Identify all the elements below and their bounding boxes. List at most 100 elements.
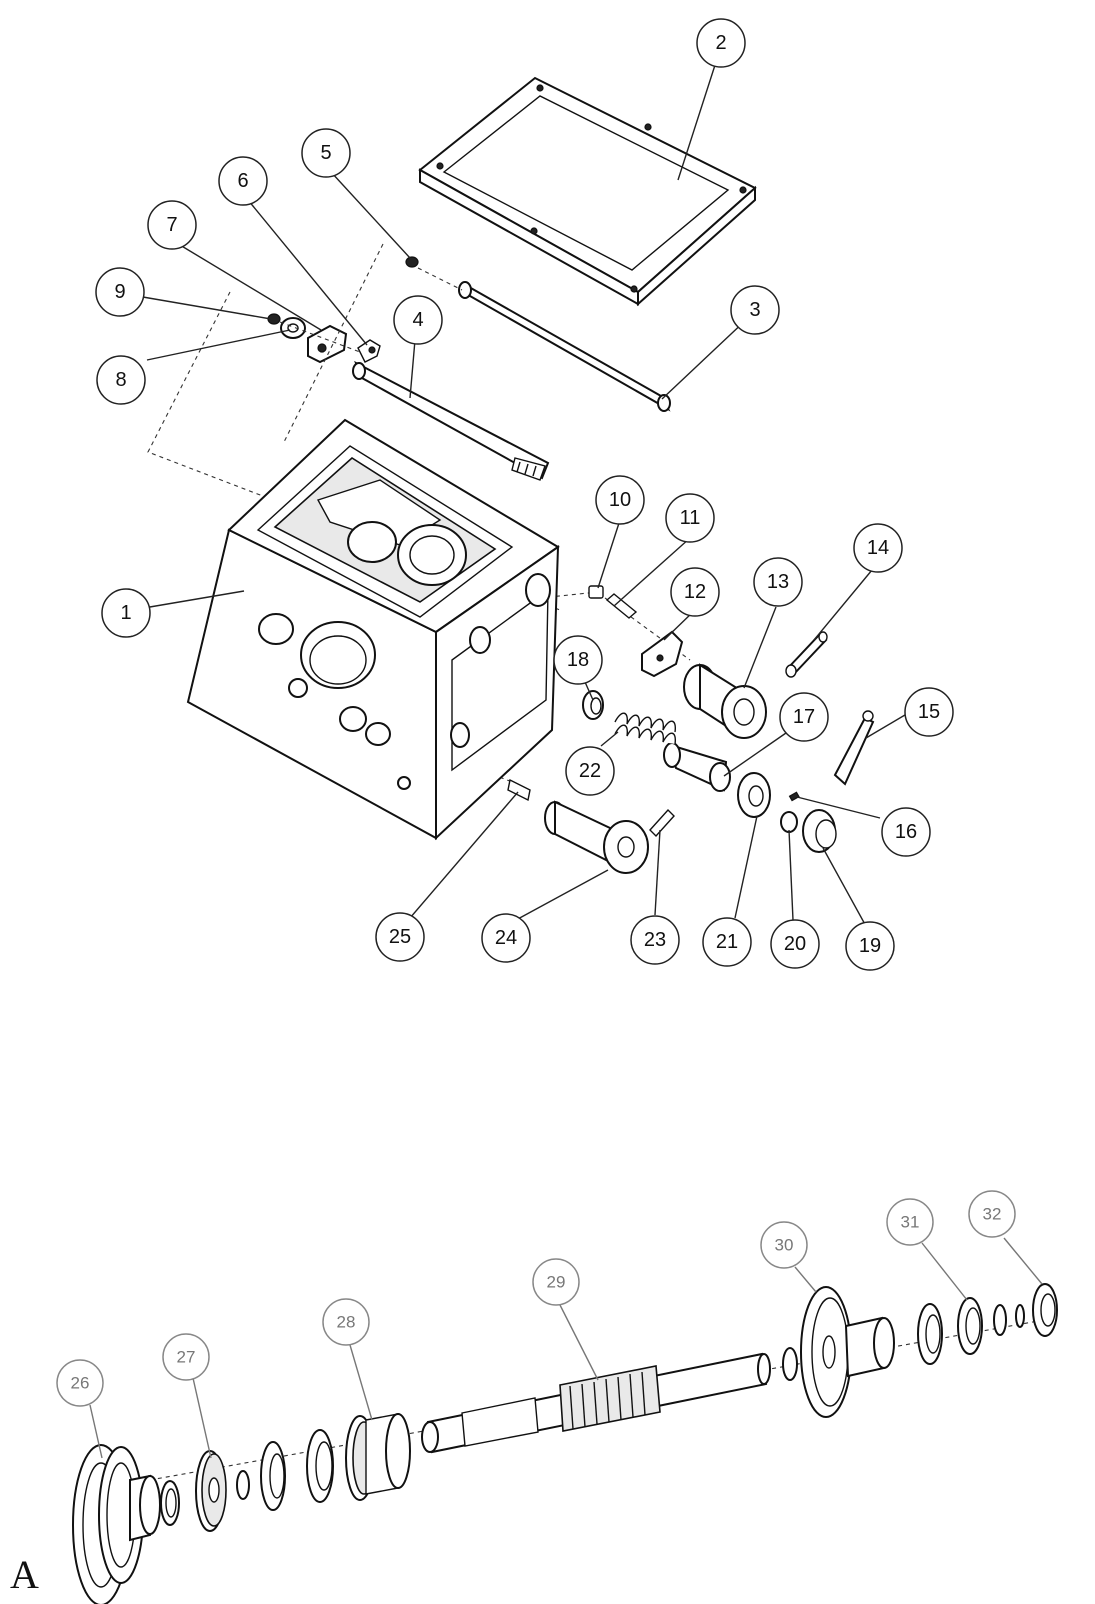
upper-assembly: 1 2 3 4 5 6 7 8 xyxy=(95,18,954,971)
shaft-ring-2 xyxy=(236,1470,250,1500)
callout-10-label: 10 xyxy=(609,489,631,511)
callout-23: 23 xyxy=(630,915,680,965)
part-25-screw xyxy=(507,778,531,802)
lower-assembly: 26 27 28 29 30 31 32 A xyxy=(10,1190,1058,1604)
part-29-main-shaft xyxy=(421,1352,771,1454)
callout-22-label: 22 xyxy=(579,760,601,782)
callout-14-label: 14 xyxy=(867,537,889,559)
part-8-bushing xyxy=(280,317,306,339)
callout-11: 11 xyxy=(665,493,715,543)
part-10-plug xyxy=(588,585,604,599)
callout-31-label: 31 xyxy=(901,1213,920,1232)
part-31-bearing xyxy=(957,1297,983,1355)
shaft-bearing-3 xyxy=(917,1303,943,1365)
callout-6: 6 xyxy=(218,156,268,206)
part-16-key xyxy=(788,791,800,802)
callout-28: 28 xyxy=(322,1298,370,1346)
part-23-pin xyxy=(649,808,675,838)
part-15-lever xyxy=(833,710,875,786)
callout-1-label: 1 xyxy=(120,602,131,624)
callout-11-label: 11 xyxy=(680,507,701,529)
callout-21-label: 21 xyxy=(716,931,738,953)
callout-12-label: 12 xyxy=(684,581,706,603)
callout-4: 4 xyxy=(393,295,443,345)
callout-9-label: 9 xyxy=(114,281,125,303)
callout-17: 17 xyxy=(779,692,829,742)
part-7-lever xyxy=(307,324,348,364)
part-17-sleeve xyxy=(663,742,731,792)
callout-16: 16 xyxy=(881,807,931,857)
shaft-bearing-1 xyxy=(260,1441,286,1511)
part-2-cover-plate xyxy=(418,76,757,307)
callout-15: 15 xyxy=(904,687,954,737)
callout-25: 25 xyxy=(375,912,425,962)
callout-30-label: 30 xyxy=(775,1236,794,1255)
callout-18: 18 xyxy=(553,635,603,685)
callout-29: 29 xyxy=(532,1258,580,1306)
callout-23-label: 23 xyxy=(644,929,666,951)
callout-13-label: 13 xyxy=(767,571,789,593)
callout-20: 20 xyxy=(770,919,820,969)
callout-27-label: 27 xyxy=(177,1348,196,1367)
callout-3: 3 xyxy=(730,285,780,335)
part-32-nut xyxy=(1032,1283,1058,1337)
callout-20-label: 20 xyxy=(784,933,806,955)
callout-6-label: 6 xyxy=(237,170,248,192)
leader-lines-lower xyxy=(89,1237,1043,1459)
callout-5: 5 xyxy=(301,128,351,178)
part-27-gear xyxy=(195,1450,227,1532)
part-26-pulley xyxy=(72,1444,161,1604)
part-6-link xyxy=(357,339,381,363)
shaft-ring-3 xyxy=(782,1347,798,1381)
shaft-ring-left xyxy=(160,1480,180,1526)
callout-15-label: 15 xyxy=(918,701,940,723)
callout-7-label: 7 xyxy=(166,214,177,236)
callout-7: 7 xyxy=(147,200,197,250)
callout-13: 13 xyxy=(753,557,803,607)
callout-22: 22 xyxy=(565,746,615,796)
part-4-shaft xyxy=(352,360,550,481)
callout-2-label: 2 xyxy=(715,32,726,54)
part-18-ring xyxy=(582,690,604,720)
callout-27: 27 xyxy=(162,1333,210,1381)
callout-29-label: 29 xyxy=(547,1273,566,1292)
part-19-collar xyxy=(802,809,837,853)
part-22-spring xyxy=(614,712,677,745)
callout-24-label: 24 xyxy=(495,927,517,949)
callout-21: 21 xyxy=(702,917,752,967)
callout-1: 1 xyxy=(101,588,151,638)
callout-2: 2 xyxy=(696,18,746,68)
callout-32-label: 32 xyxy=(983,1205,1002,1224)
callout-4-label: 4 xyxy=(412,309,423,331)
callout-25-label: 25 xyxy=(389,926,411,948)
shaft-bearing-2 xyxy=(306,1429,334,1503)
callout-12: 12 xyxy=(670,567,720,617)
part-24-clutch-body xyxy=(544,800,649,874)
callout-31: 31 xyxy=(886,1198,934,1246)
callout-14: 14 xyxy=(853,523,903,573)
callout-26: 26 xyxy=(56,1359,104,1407)
callout-26-label: 26 xyxy=(71,1374,90,1393)
callout-3-label: 3 xyxy=(749,299,760,321)
callout-8-label: 8 xyxy=(115,369,126,391)
callout-17-label: 17 xyxy=(793,706,815,728)
part-28-gear xyxy=(345,1413,411,1501)
part-11-pin xyxy=(605,593,638,619)
callout-8: 8 xyxy=(96,355,146,405)
callout-32: 32 xyxy=(968,1190,1016,1238)
shaft-ring-5 xyxy=(1015,1304,1025,1328)
part-12-fork xyxy=(641,630,684,678)
callout-19-label: 19 xyxy=(859,935,881,957)
leader-lines-upper xyxy=(136,61,911,929)
callout-18-label: 18 xyxy=(567,649,589,671)
part-20-bush xyxy=(780,811,798,833)
callout-5-label: 5 xyxy=(320,142,331,164)
callout-30: 30 xyxy=(760,1221,808,1269)
part-5-pin xyxy=(405,256,419,268)
part-21-cam-ring xyxy=(737,772,771,818)
part-14-stud xyxy=(785,631,828,678)
callout-16-label: 16 xyxy=(895,821,917,843)
part-3-shaft xyxy=(458,281,671,412)
part-1-housing xyxy=(186,418,560,841)
